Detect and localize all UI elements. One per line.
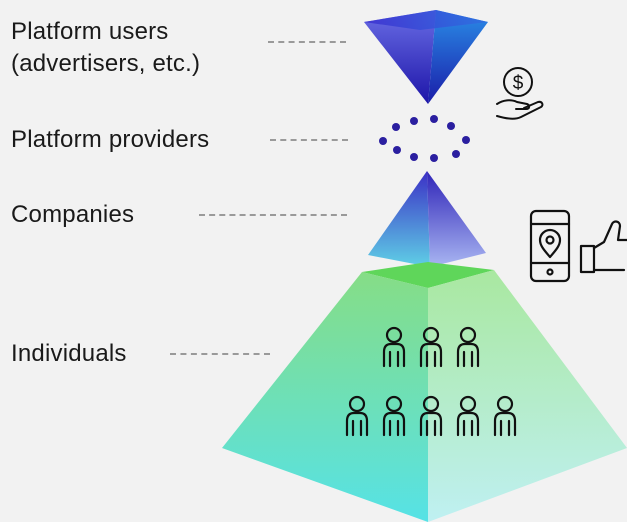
inverted-pyramid [364, 10, 488, 104]
smartphone-location-pin-icon [529, 209, 571, 283]
label-platform-users: Platform users (advertisers, etc.) [11, 16, 200, 80]
person-icon [419, 326, 443, 368]
label-platform-users-line1: Platform users [11, 18, 169, 45]
connector-companies [199, 214, 347, 216]
person-icon [493, 395, 517, 437]
hand-with-dollar-coin-icon: $ [496, 67, 544, 120]
platform-providers-dot-ring [379, 115, 470, 162]
person-icon [419, 395, 443, 437]
companies-pyramid [368, 171, 486, 267]
svg-text:$: $ [513, 73, 524, 94]
people-icons [345, 326, 517, 437]
connector-platform-providers [270, 139, 348, 141]
thumbs-up-icon [579, 220, 627, 274]
label-platform-users-line2: (advertisers, etc.) [11, 50, 201, 77]
label-individuals: Individuals [11, 340, 127, 367]
label-platform-providers: Platform providers [11, 126, 210, 153]
person-icon [456, 395, 480, 437]
person-icon [345, 395, 369, 437]
person-icon [382, 395, 406, 437]
label-companies: Companies [11, 201, 135, 228]
person-icon [382, 326, 406, 368]
connector-individuals [170, 353, 270, 355]
connector-platform-users [268, 41, 346, 43]
person-icon [456, 326, 480, 368]
individuals-pyramid [222, 262, 627, 522]
